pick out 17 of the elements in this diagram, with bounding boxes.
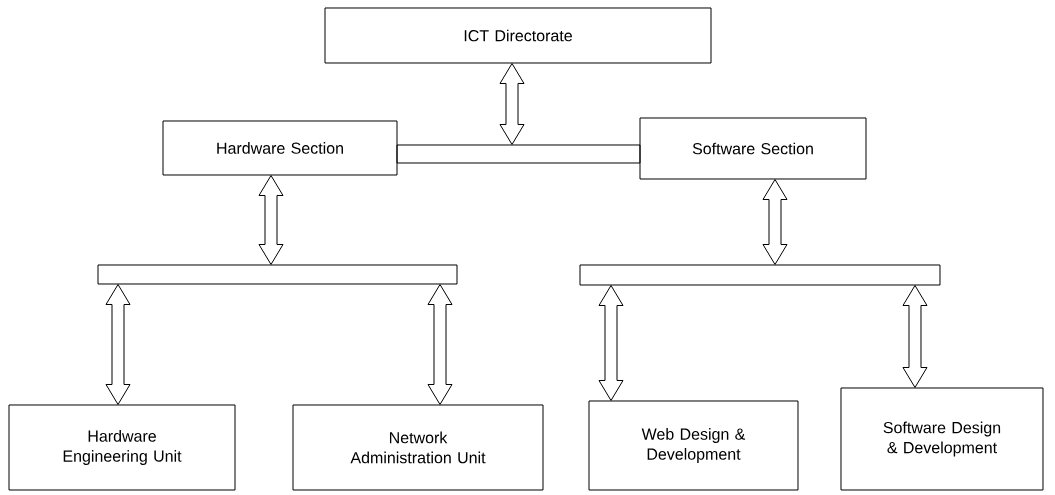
connector-bar [97,264,458,285]
connector-bar [579,264,941,286]
double-arrow [598,285,624,401]
box: ICT Directorate [324,7,712,64]
box: Web Design & Development [588,400,799,491]
double-arrow [258,175,284,265]
double-arrow [105,284,131,405]
double-arrow [427,284,453,405]
box: Hardware Section [162,120,398,176]
box: Software Design & Development [840,387,1044,491]
connector-bar [396,144,641,164]
double-arrow [902,285,928,388]
box: Hardware Engineering Unit [8,404,236,491]
double-arrow [499,63,525,145]
box: Network Administration Unit [292,404,544,491]
box: Software Section [639,117,867,180]
double-arrow [762,179,788,265]
